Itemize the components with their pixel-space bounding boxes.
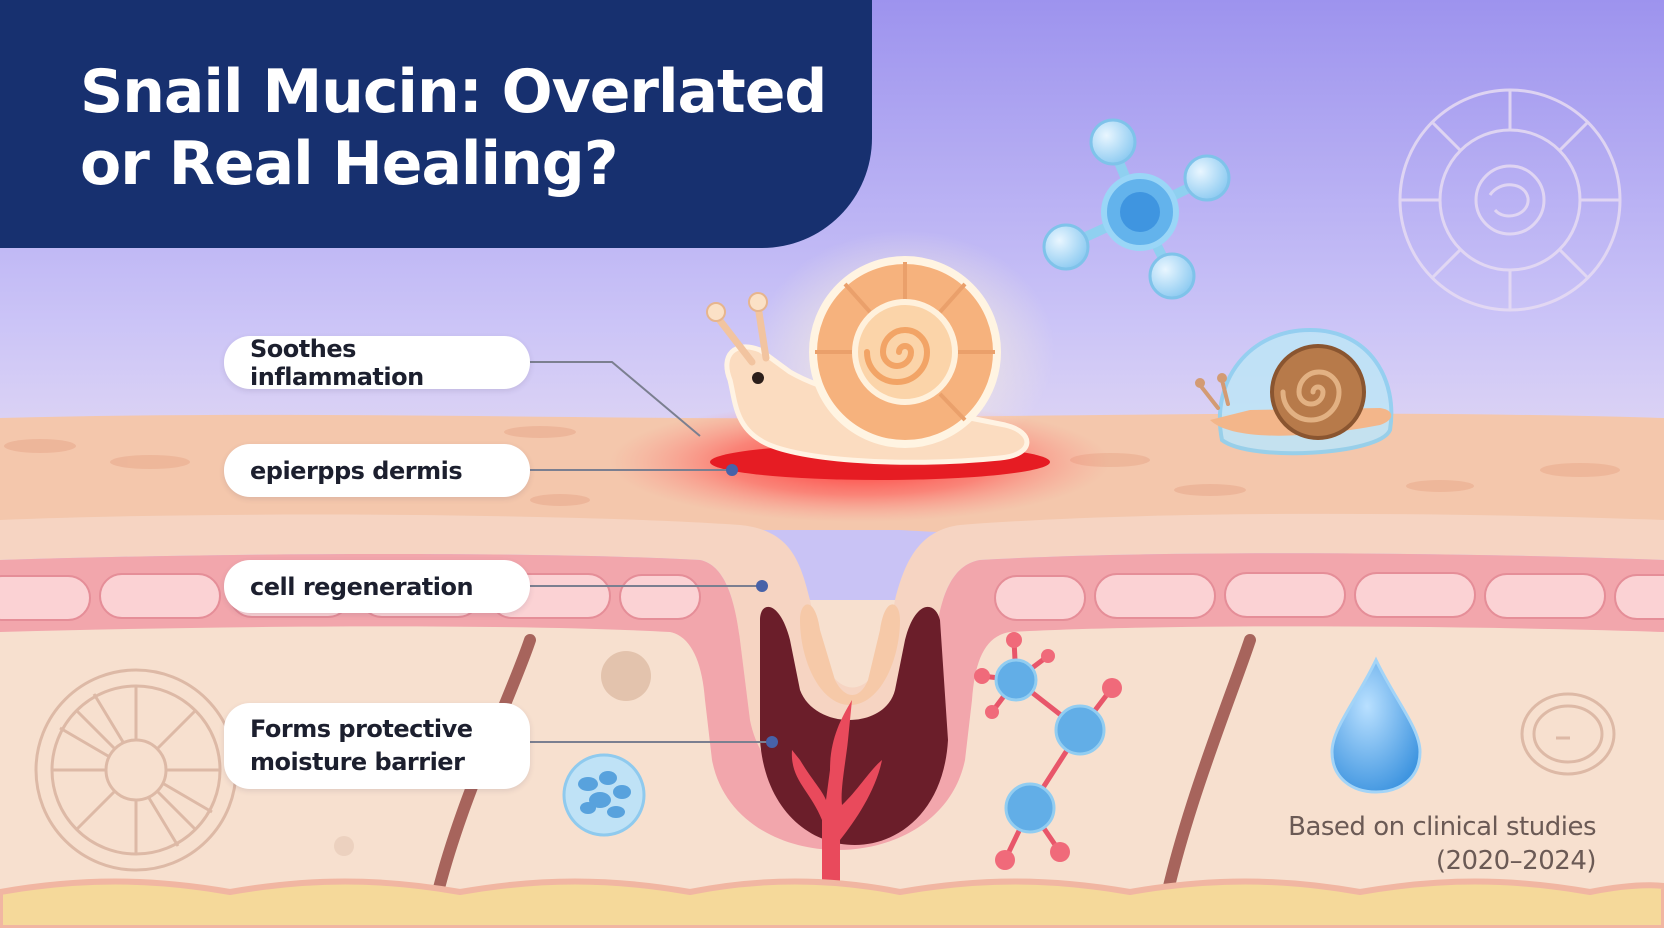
callout-leaders <box>528 361 770 743</box>
title-panel: Snail Mucin: Overlated or Real Healing? <box>0 0 872 248</box>
callout-anchor-dots <box>726 464 778 748</box>
peptide-molecule-icon <box>974 632 1122 870</box>
callout-label: Soothes inflammation <box>250 334 424 391</box>
source-line-2: (2020–2024) <box>1435 846 1597 876</box>
fat-layer <box>0 878 1664 928</box>
skin-texture <box>4 426 1620 506</box>
callout-soothes-inflammation: Soothes inflammation <box>224 334 530 391</box>
leader-line-1 <box>528 361 701 437</box>
title-line-1: Snail Mucin: Overlated <box>80 57 827 127</box>
leader-dot-2 <box>726 464 738 476</box>
wound-core <box>800 604 900 705</box>
dermis-dot <box>601 651 651 701</box>
blood-vessel <box>791 700 882 928</box>
flower-outline-icon <box>1398 88 1622 312</box>
glowing-snail-icon <box>706 230 1055 470</box>
molecule-icon <box>1042 118 1231 300</box>
bubble-snail-icon <box>1195 327 1394 456</box>
dermis-dot-small <box>334 836 354 856</box>
callout-label: cell regeneration <box>250 572 474 601</box>
callout-cell-regeneration: cell regeneration <box>224 560 530 613</box>
callout-moisture-barrier: Forms protective moisture barrier <box>224 703 530 789</box>
callout-label: epierpps dermis <box>250 456 463 485</box>
water-drop-icon <box>1330 656 1422 794</box>
callout-label-line-2: moisture barrier <box>250 748 465 776</box>
callout-label-block: Forms protective moisture barrier <box>250 713 473 779</box>
title-line-2: or Real Healing? <box>80 129 619 199</box>
callout-epidermis-dermis: epierpps dermis <box>224 444 530 497</box>
callout-label-line-1: Forms protective <box>250 715 473 743</box>
leader-dot-4 <box>766 736 778 748</box>
source-line-1: Based on clinical studies <box>1288 812 1596 842</box>
page-title: Snail Mucin: Overlated or Real Healing? <box>80 56 840 200</box>
ring-outline-icon <box>1520 692 1616 776</box>
leader-dot-3 <box>756 580 768 592</box>
source-note: Based on clinical studies (2020–2024) <box>1288 810 1596 878</box>
cell-cluster-icon <box>562 753 646 837</box>
